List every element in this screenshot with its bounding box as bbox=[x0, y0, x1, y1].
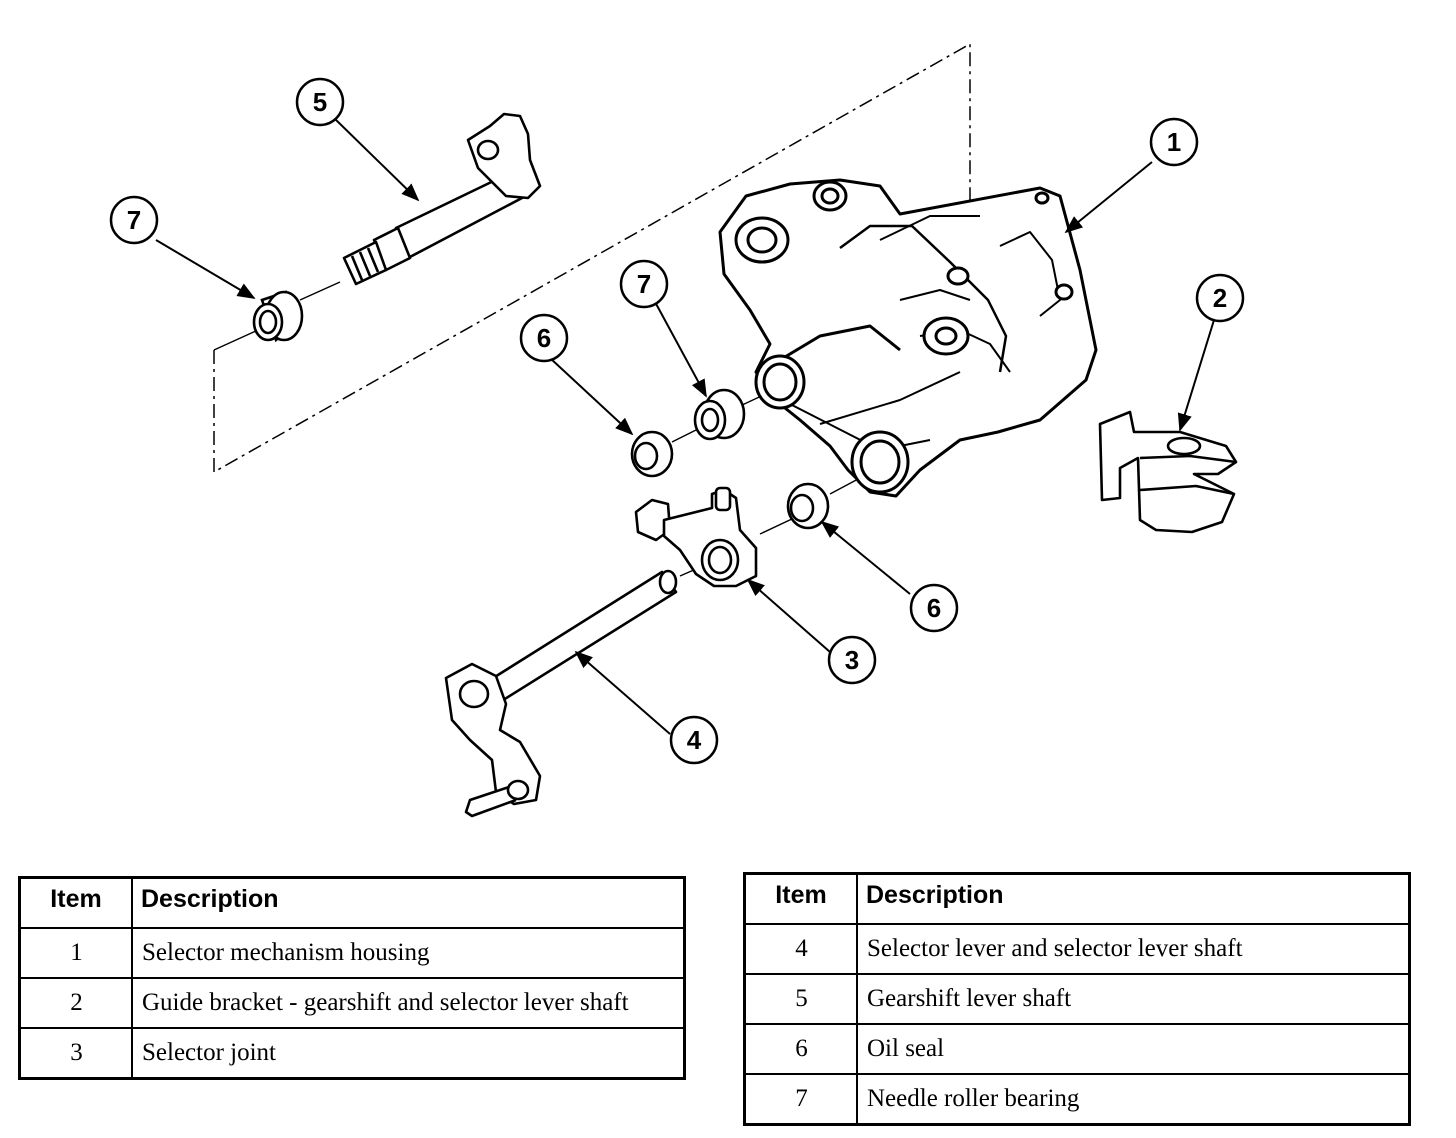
selector-joint bbox=[634, 486, 758, 588]
legend-header-row: Item Description bbox=[18, 876, 686, 929]
table-row: 2 Guide bracket - gearshift and selector… bbox=[18, 977, 686, 1029]
oil-seal-1 bbox=[630, 430, 674, 478]
svg-text:5: 5 bbox=[313, 87, 327, 117]
item-description: Needle roller bearing bbox=[856, 1073, 1411, 1126]
item-description: Selector mechanism housing bbox=[131, 927, 686, 979]
needle-roller-bearing-1 bbox=[252, 290, 304, 343]
exploded-view-diagram: 1 2 3 4 5 6 6 7 7 bbox=[109, 42, 1245, 818]
svg-text:6: 6 bbox=[537, 323, 551, 353]
item-number: 2 bbox=[18, 977, 133, 1029]
svg-text:7: 7 bbox=[637, 269, 651, 299]
svg-text:3: 3 bbox=[845, 645, 859, 675]
column-header-description: Description bbox=[856, 872, 1411, 925]
guide-bracket bbox=[1098, 410, 1238, 534]
item-description: Oil seal bbox=[856, 1023, 1411, 1075]
item-number: 7 bbox=[743, 1073, 858, 1126]
table-row: 4 Selector lever and selector lever shaf… bbox=[743, 923, 1411, 975]
item-number: 4 bbox=[743, 923, 858, 975]
callout-2: 2 bbox=[1195, 273, 1245, 323]
item-description: Gearshift lever shaft bbox=[856, 973, 1411, 1025]
callout-7-right: 7 bbox=[619, 259, 669, 309]
oil-seal-2 bbox=[786, 482, 830, 530]
callout-5: 5 bbox=[295, 77, 345, 127]
item-description: Guide bracket - gearshift and selector l… bbox=[131, 977, 686, 1029]
callout-6-right: 6 bbox=[909, 583, 959, 633]
svg-text:7: 7 bbox=[127, 205, 141, 235]
selector-mechanism-housing bbox=[718, 178, 1098, 498]
leader-arrows bbox=[155, 117, 1215, 735]
callout-6-left: 6 bbox=[519, 313, 569, 363]
svg-text:1: 1 bbox=[1167, 127, 1181, 157]
table-row: 7 Needle roller bearing bbox=[743, 1073, 1411, 1126]
callout-3: 3 bbox=[827, 635, 877, 685]
needle-roller-bearing-2 bbox=[693, 388, 746, 441]
legend-table-right: Item Description 4 Selector lever and se… bbox=[743, 872, 1411, 1126]
svg-text:4: 4 bbox=[687, 725, 702, 755]
callout-1: 1 bbox=[1149, 117, 1199, 167]
alignment-dashed-lines bbox=[213, 42, 971, 474]
column-header-description: Description bbox=[131, 876, 686, 929]
column-header-item: Item bbox=[18, 876, 133, 929]
legend-header-row: Item Description bbox=[743, 872, 1411, 925]
callout-4: 4 bbox=[669, 715, 719, 765]
legend-table-left: Item Description 1 Selector mechanism ho… bbox=[18, 876, 686, 1080]
table-row: 1 Selector mechanism housing bbox=[18, 927, 686, 979]
column-header-item: Item bbox=[743, 872, 858, 925]
item-number: 5 bbox=[743, 973, 858, 1025]
item-description: Selector lever and selector lever shaft bbox=[856, 923, 1411, 975]
item-number: 6 bbox=[743, 1023, 858, 1075]
table-row: 6 Oil seal bbox=[743, 1023, 1411, 1075]
item-number: 3 bbox=[18, 1027, 133, 1080]
table-row: 5 Gearshift lever shaft bbox=[743, 973, 1411, 1025]
table-row: 3 Selector joint bbox=[18, 1027, 686, 1080]
svg-text:2: 2 bbox=[1213, 283, 1227, 313]
callout-7-left: 7 bbox=[109, 195, 159, 245]
gearshift-lever-shaft bbox=[342, 112, 542, 286]
item-description: Selector joint bbox=[131, 1027, 686, 1080]
item-number: 1 bbox=[18, 927, 133, 979]
svg-text:6: 6 bbox=[927, 593, 941, 623]
selector-lever-and-shaft bbox=[444, 569, 678, 818]
